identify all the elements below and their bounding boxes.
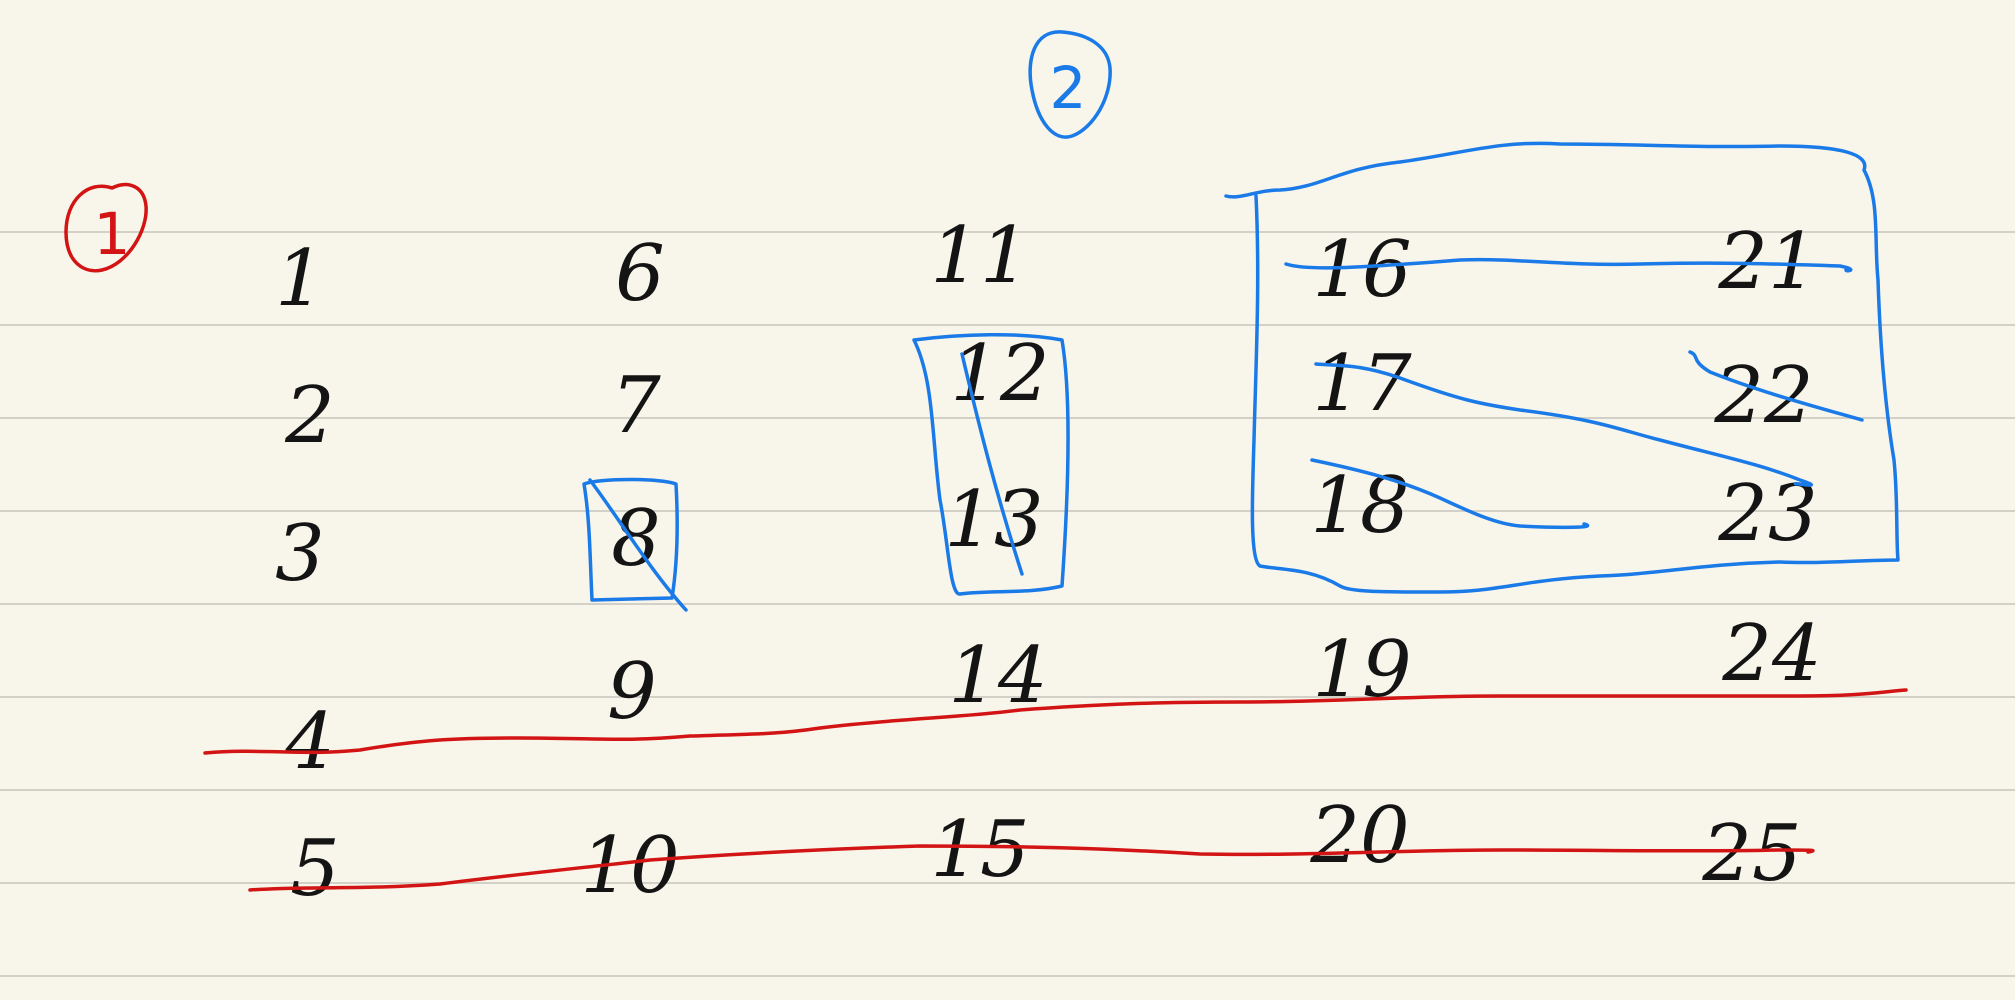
red-strike-lines (203, 688, 1908, 892)
grid-number: 3 (275, 509, 325, 599)
grid-number: 16 (1312, 225, 1411, 315)
grid-number: 13 (944, 475, 1043, 565)
red-strike-row-4 (203, 688, 1908, 755)
grid-number: 5 (290, 824, 340, 914)
grid-number: 11 (930, 211, 1029, 301)
grid-number: 6 (615, 229, 665, 319)
number-column-3: 11 12 13 14 15 (930, 211, 1049, 895)
grid-number: 22 (1713, 351, 1813, 441)
red-circle-icon (64, 182, 148, 273)
grid-number: 7 (611, 361, 661, 451)
blue-strike-17-22 (1314, 362, 1813, 487)
blue-box-8-slash (588, 478, 688, 612)
grid-number: 18 (1310, 461, 1409, 551)
number-column-4: 16 17 18 19 20 (1309, 225, 1412, 881)
step-marker-1: 1 (64, 182, 148, 273)
grid-number: 17 (1312, 339, 1412, 429)
grid-number: 2 (284, 371, 335, 461)
blue-circle-icon (1028, 30, 1112, 139)
blue-box-8 (582, 477, 679, 602)
number-column-1: 1 2 3 4 5 (275, 234, 340, 914)
blue-strike-16-21 (1284, 257, 1853, 273)
red-strike-row-5 (248, 844, 1815, 892)
blue-box-12-13 (912, 332, 1070, 596)
grid-number: 1 (275, 234, 325, 324)
grid-number: 4 (284, 697, 335, 787)
grid-number: 14 (948, 631, 1047, 721)
blue-strike-22 (1688, 350, 1864, 422)
grid-number: 20 (1309, 791, 1409, 881)
blue-strike-18 (1310, 458, 1590, 530)
grid-number: 9 (607, 647, 657, 737)
number-column-5: 21 22 23 24 25 (1701, 217, 1821, 899)
step-marker-2: 2 (1028, 30, 1112, 139)
step-marker-1-label: 1 (94, 200, 131, 268)
grid-number: 24 (1721, 609, 1821, 699)
blue-box-group (582, 141, 1900, 612)
step-marker-2-label: 2 (1050, 54, 1087, 122)
blue-box-16-23 (1224, 141, 1900, 594)
grid-number: 25 (1701, 809, 1801, 899)
number-column-2: 6 7 8 9 10 (580, 229, 679, 911)
blue-box-12-13-slash (960, 352, 1024, 576)
grid-number: 15 (930, 805, 1029, 895)
